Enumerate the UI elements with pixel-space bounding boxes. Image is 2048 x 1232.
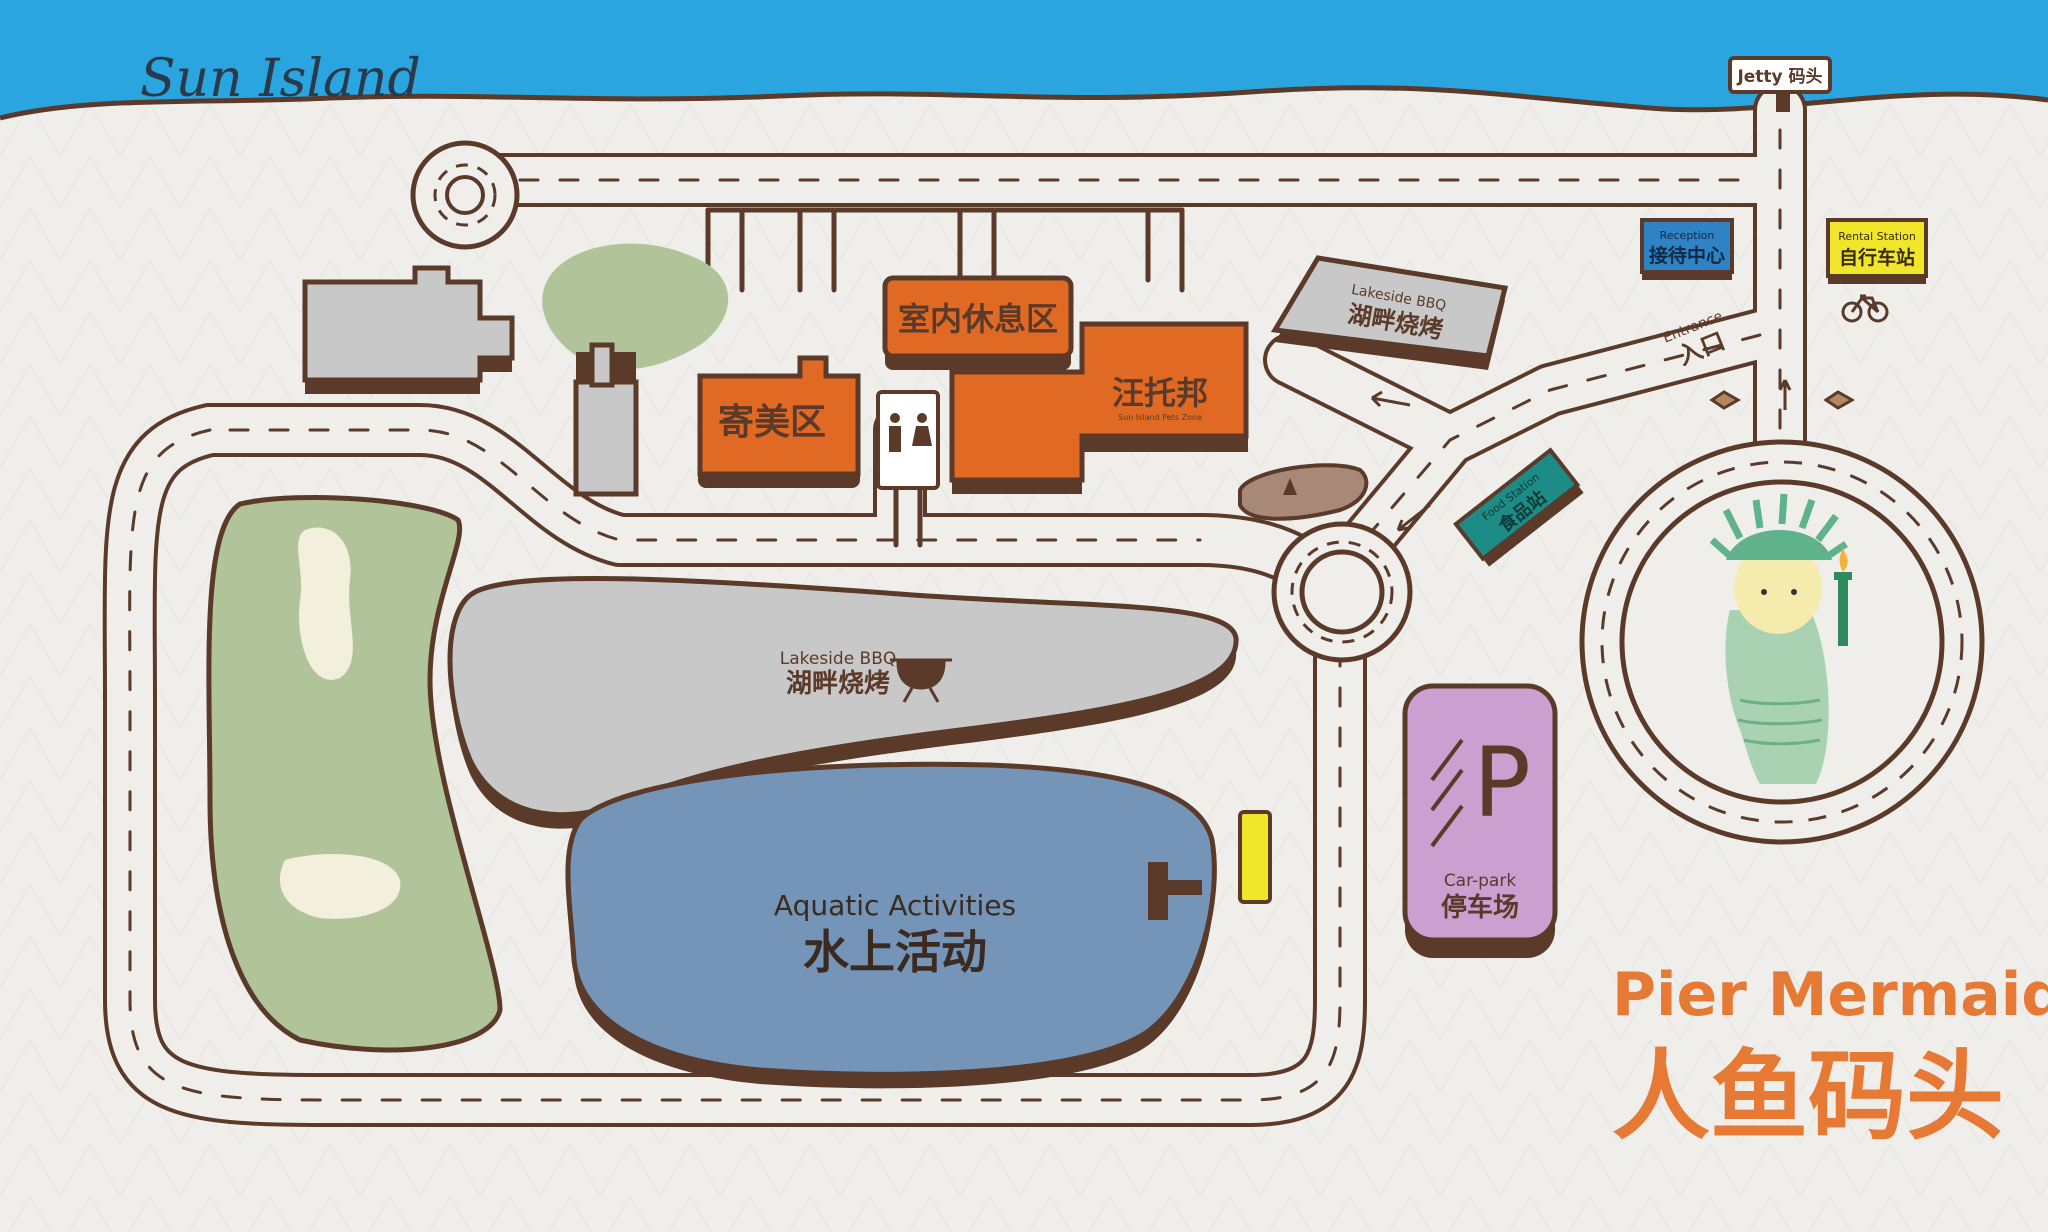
arrow-up-icon bbox=[1778, 379, 1792, 410]
rental-label-en: Rental Station bbox=[1838, 230, 1916, 243]
aquatic-activities-lake: Aquatic Activities 水上活动 bbox=[565, 761, 1217, 1089]
arrow-down-left-icon bbox=[1396, 503, 1431, 532]
aquatic-label-en: Aquatic Activities bbox=[774, 889, 1016, 922]
gray-tower bbox=[573, 342, 639, 497]
indoor-lounge-building: 室内休息区 bbox=[882, 275, 1074, 370]
roundabout-central bbox=[1271, 521, 1413, 663]
bicycle-icon bbox=[1841, 294, 1889, 323]
campfire-icon bbox=[1283, 478, 1297, 495]
bbq-area-main: Lakeside BBQ 湖畔烧烤 bbox=[447, 576, 1239, 829]
gray-building-west bbox=[302, 265, 515, 394]
roundabout-north bbox=[410, 140, 520, 250]
bbq-main-label-cn: 湖畔烧烤 bbox=[786, 669, 890, 699]
road-network bbox=[102, 83, 1807, 1127]
boat-dock bbox=[1148, 862, 1202, 920]
green-park bbox=[206, 494, 503, 1053]
beauty-area-building: 寄美区 bbox=[697, 355, 861, 488]
bench-markers bbox=[1709, 390, 1856, 410]
title-en: Pier Mermaid bbox=[1612, 960, 2048, 1030]
direction-arrows bbox=[1370, 379, 1792, 532]
restroom-icon bbox=[889, 413, 932, 452]
lake-water-top bbox=[0, 0, 2048, 118]
pets-zone-building: 汪托邦 Sun Island Pets Zone bbox=[949, 321, 1249, 494]
tree-cluster bbox=[542, 243, 729, 370]
carpark-label-cn: 停车场 bbox=[1441, 892, 1519, 923]
campfire-area bbox=[1238, 463, 1369, 521]
jetty-label: Jetty 码头 bbox=[1736, 67, 1822, 87]
indoor-lounge-label: 室内休息区 bbox=[898, 300, 1058, 338]
mermaid-statue-icon bbox=[1709, 493, 1852, 784]
bbq-area-north: Lakeside BBQ 湖畔烧烤 bbox=[1270, 255, 1509, 370]
parking-symbol: P bbox=[1473, 727, 1531, 839]
jetty-sign[interactable]: Jetty 码头 bbox=[1728, 56, 1832, 112]
carpark-label-en: Car-park bbox=[1444, 871, 1517, 891]
title-cn: 人鱼码头 bbox=[1612, 1040, 2004, 1154]
reception-sign[interactable]: Reception 接待中心 bbox=[1640, 218, 1734, 280]
dock-marker bbox=[1238, 810, 1272, 904]
rental-station-sign[interactable]: Rental Station 自行车站 bbox=[1826, 218, 1928, 284]
aquatic-label-cn: 水上活动 bbox=[803, 925, 987, 979]
brand-logo: Sun Island bbox=[140, 49, 421, 109]
rental-label-cn: 自行车站 bbox=[1839, 246, 1915, 269]
shoreline bbox=[0, 85, 2048, 121]
beauty-area-label: 寄美区 bbox=[718, 402, 826, 443]
arrow-left-icon bbox=[1370, 390, 1411, 408]
carpark[interactable]: P Car-park 停车场 bbox=[1402, 683, 1558, 958]
parking-lines bbox=[1430, 738, 1464, 848]
bbq-main-label-en: Lakeside BBQ bbox=[780, 649, 897, 669]
reception-label-en: Reception bbox=[1660, 229, 1715, 242]
restroom-building[interactable] bbox=[876, 390, 940, 490]
reception-label-cn: 接待中心 bbox=[1649, 244, 1725, 267]
pets-zone-label: 汪托邦 bbox=[1112, 374, 1208, 412]
bbq-grill-icon bbox=[890, 658, 952, 703]
pets-zone-sublabel: Sun Island Pets Zone bbox=[1118, 413, 1202, 422]
food-station[interactable]: Food Station 食品站 bbox=[1453, 447, 1584, 567]
